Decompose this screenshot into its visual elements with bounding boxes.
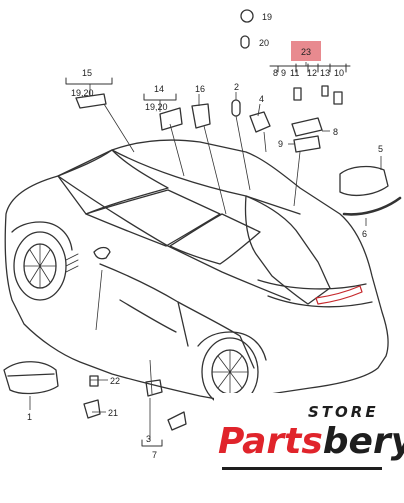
callout-15[interactable]: 15: [82, 68, 93, 78]
callout-2[interactable]: 2: [234, 82, 240, 92]
callout-14-bulbs[interactable]: 19,20: [145, 102, 168, 112]
callout-8-top[interactable]: 8: [273, 68, 279, 78]
part-6-strip: [342, 196, 402, 216]
part-4-clip: [249, 111, 271, 133]
part-21-bulb: [83, 399, 101, 419]
callout-6[interactable]: 6: [362, 229, 368, 239]
callout-14[interactable]: 14: [154, 84, 165, 94]
part-3-lamp: [145, 379, 163, 397]
part-19-bulb: [240, 9, 254, 23]
callout-21[interactable]: 21: [108, 408, 119, 418]
callout-23-highlight[interactable]: 23: [291, 41, 321, 61]
car-body-outline: [4, 139, 389, 401]
rear-spoiler: [315, 285, 363, 305]
callout-16[interactable]: 16: [195, 84, 206, 94]
windshield: [57, 149, 169, 215]
leader-lines: [29, 62, 382, 440]
part-15-lamp: [75, 93, 107, 109]
callout-11[interactable]: 11: [290, 68, 300, 78]
logo-store-text: STORE: [308, 403, 379, 421]
part-1-handle: [3, 361, 59, 395]
callout-3[interactable]: 3: [146, 434, 152, 444]
callout-13[interactable]: 13: [320, 68, 331, 78]
logo-underline: [222, 467, 382, 470]
callout-23-label: 23: [300, 47, 311, 57]
part-11-pin: [293, 87, 302, 101]
rear-window: [244, 195, 331, 305]
partsbery-logo: STORE Partsbery: [214, 393, 404, 498]
side-window-front: [85, 189, 221, 247]
callout-9[interactable]: 9: [278, 139, 284, 149]
part-5-lamp: [339, 165, 389, 197]
callout-19[interactable]: 19: [262, 12, 273, 22]
part-9-cover: [293, 135, 321, 153]
logo-brand-part1: Parts: [218, 421, 323, 462]
callout-12[interactable]: 12: [307, 68, 318, 78]
side-window-rear: [169, 213, 261, 265]
callout-9-top[interactable]: 9: [281, 68, 287, 78]
part-16-lamp: [191, 103, 211, 129]
callout-8[interactable]: 8: [333, 127, 339, 137]
part-8-housing: [291, 117, 323, 137]
roof-line: [111, 149, 301, 215]
side-mirror: [93, 246, 111, 260]
callout-10[interactable]: 10: [334, 68, 345, 78]
callout-5[interactable]: 5: [378, 144, 384, 154]
part-20-bulb: [240, 35, 250, 49]
callout-1[interactable]: 1: [27, 412, 33, 422]
logo-brand-text: Partsbery: [218, 421, 404, 462]
callout-15-bulbs[interactable]: 19,20: [71, 88, 94, 98]
part-22-bulb: [89, 375, 99, 387]
part-7-clip: [167, 411, 187, 431]
part-2-bulb: [231, 99, 241, 117]
callout-20[interactable]: 20: [259, 38, 270, 48]
logo-brand-part2: bery: [322, 421, 404, 462]
part-14-lamp: [159, 107, 183, 131]
callout-7[interactable]: 7: [152, 450, 158, 460]
callout-22[interactable]: 22: [110, 376, 121, 386]
callout-4[interactable]: 4: [259, 94, 265, 104]
